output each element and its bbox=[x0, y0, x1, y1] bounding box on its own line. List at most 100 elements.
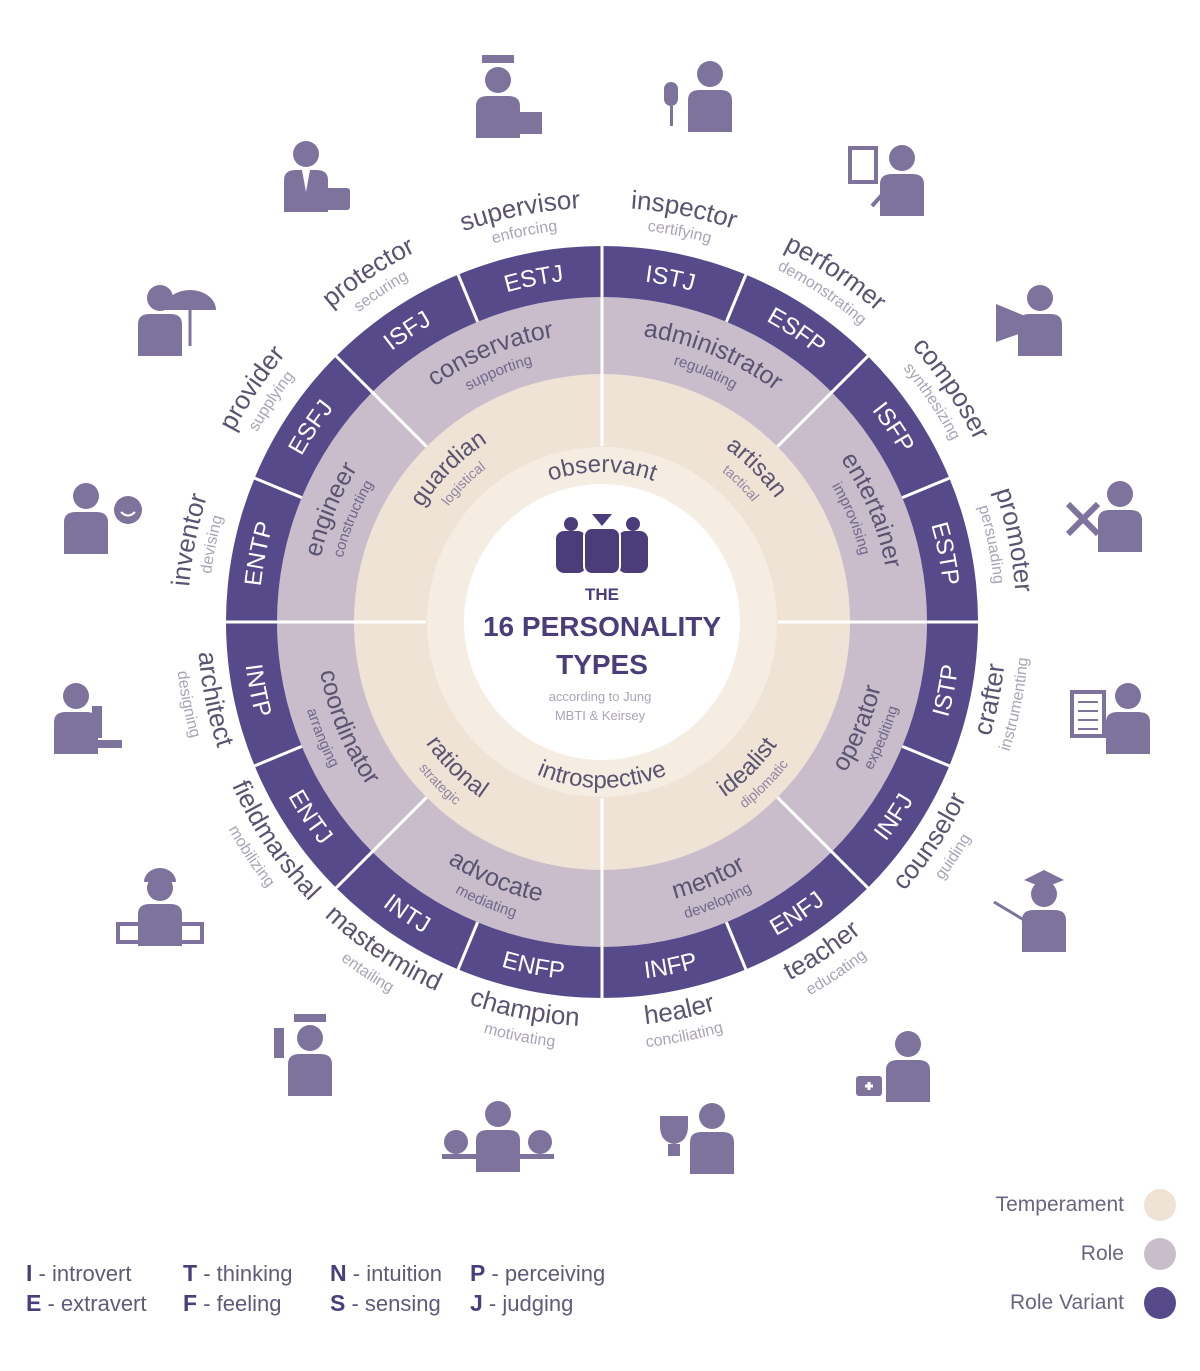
person-body bbox=[64, 512, 108, 554]
person-head bbox=[485, 1101, 511, 1127]
trophy-icon bbox=[660, 1103, 734, 1174]
key-letter: I bbox=[26, 1260, 33, 1286]
key-item: I - introvert bbox=[26, 1258, 147, 1288]
microscope-tube bbox=[92, 706, 102, 738]
center-title-line3: TYPES bbox=[556, 649, 648, 680]
key-column: N - intuition S - sensing bbox=[330, 1258, 442, 1318]
security-guard-icon bbox=[476, 55, 542, 138]
person-head bbox=[485, 67, 511, 93]
center-title-line2: 16 PERSONALITY bbox=[483, 611, 721, 642]
variant-divider bbox=[253, 476, 303, 500]
center-disc bbox=[464, 484, 740, 760]
key-text: - sensing bbox=[351, 1291, 441, 1316]
person-body bbox=[690, 1132, 734, 1174]
variant-divider bbox=[456, 273, 480, 323]
pointer-stick bbox=[993, 900, 1025, 922]
wheel-dividers bbox=[225, 245, 979, 999]
smiley-provider-icon bbox=[64, 483, 142, 554]
key-item: E - extravert bbox=[26, 1288, 147, 1318]
microscope-base bbox=[82, 740, 122, 748]
key-letter: N bbox=[330, 1260, 347, 1286]
variant-divider bbox=[901, 476, 951, 500]
variant-divider bbox=[901, 744, 951, 768]
person-shape bbox=[583, 527, 621, 575]
variant-divider bbox=[830, 850, 870, 890]
person-body bbox=[476, 96, 520, 138]
microphone-singer-icon bbox=[664, 61, 732, 132]
scale-pan-right bbox=[528, 1130, 552, 1154]
trophy-cup bbox=[660, 1116, 688, 1144]
microphone bbox=[664, 82, 678, 106]
person-body bbox=[288, 1054, 332, 1096]
center-title-block: THE 16 PERSONALITY TYPES according to Ju… bbox=[483, 514, 721, 723]
hard-hat bbox=[144, 868, 176, 882]
legend-item-role-variant: Role Variant bbox=[996, 1278, 1176, 1327]
smiley-face bbox=[114, 496, 142, 524]
variant-divider bbox=[456, 921, 480, 971]
scale-bar bbox=[442, 1154, 554, 1159]
key-item: N - intuition bbox=[330, 1258, 442, 1288]
person-head bbox=[626, 517, 640, 531]
blueprint bbox=[116, 922, 204, 944]
people-group-icon bbox=[556, 514, 648, 575]
legend-swatch-temperament bbox=[1144, 1188, 1176, 1221]
umbrella-protector-icon bbox=[138, 285, 216, 356]
key-text: - intuition bbox=[352, 1261, 443, 1286]
key-letter: F bbox=[183, 1290, 198, 1316]
person-head bbox=[889, 145, 915, 171]
person-head bbox=[1027, 285, 1053, 311]
key-letter: J bbox=[470, 1290, 483, 1316]
key-letter: P bbox=[470, 1260, 486, 1286]
briefcase bbox=[320, 188, 350, 210]
key-text: - perceiving bbox=[491, 1261, 606, 1286]
key-item: T - thinking bbox=[183, 1258, 292, 1288]
variant-divider bbox=[253, 744, 303, 768]
variant-divider bbox=[724, 273, 748, 323]
key-item: P - perceiving bbox=[470, 1258, 605, 1288]
clipboard bbox=[1070, 690, 1106, 738]
grad-cap bbox=[1024, 870, 1064, 888]
person-head bbox=[699, 1103, 725, 1129]
variant-divider bbox=[830, 354, 870, 394]
key-item: J - judging bbox=[470, 1288, 605, 1318]
key-letter: E bbox=[26, 1290, 42, 1316]
person-body bbox=[1098, 510, 1142, 552]
legend-item-temperament: Temperament bbox=[996, 1180, 1176, 1229]
key-text: - judging bbox=[488, 1291, 574, 1316]
key-text: - extravert bbox=[47, 1291, 147, 1316]
hammer bbox=[1065, 501, 1101, 537]
person-body bbox=[1022, 910, 1066, 952]
role-divider bbox=[370, 796, 428, 854]
role-divider bbox=[776, 390, 834, 448]
officer-cap bbox=[294, 1014, 326, 1022]
person-head bbox=[895, 1031, 921, 1057]
legend-swatch-role bbox=[1144, 1237, 1176, 1270]
role-variant-icons bbox=[54, 55, 1150, 1174]
person-body bbox=[886, 1060, 930, 1102]
legend-label: Temperament bbox=[995, 1192, 1124, 1216]
variant-divider bbox=[724, 921, 748, 971]
key-text: - introvert bbox=[38, 1261, 132, 1286]
role-divider bbox=[776, 796, 834, 854]
tools-hammer-wrench-icon bbox=[1065, 481, 1142, 552]
saluting-arm bbox=[274, 1028, 284, 1058]
person-head bbox=[1107, 481, 1133, 507]
center-subtitle-line1: according to Jung bbox=[549, 689, 652, 704]
person-head bbox=[697, 61, 723, 87]
paint-brush bbox=[870, 184, 892, 208]
center-subtitle-line2: MBTI & Keirsey bbox=[555, 708, 646, 723]
person-body bbox=[476, 1130, 520, 1172]
medical-cross bbox=[865, 1082, 873, 1090]
key-text: - thinking bbox=[203, 1261, 293, 1286]
scale-pan-left bbox=[444, 1130, 468, 1154]
easel-canvas bbox=[848, 146, 878, 184]
smiley-mouth bbox=[120, 511, 136, 517]
guard-cap bbox=[482, 55, 514, 63]
person-head bbox=[73, 483, 99, 509]
key-item: F - feeling bbox=[183, 1288, 292, 1318]
key-text: - feeling bbox=[203, 1291, 282, 1316]
key-letter: S bbox=[330, 1290, 346, 1316]
businessman-briefcase-icon bbox=[284, 141, 350, 212]
person-head bbox=[564, 517, 578, 531]
legend-label: Role bbox=[1080, 1241, 1124, 1265]
